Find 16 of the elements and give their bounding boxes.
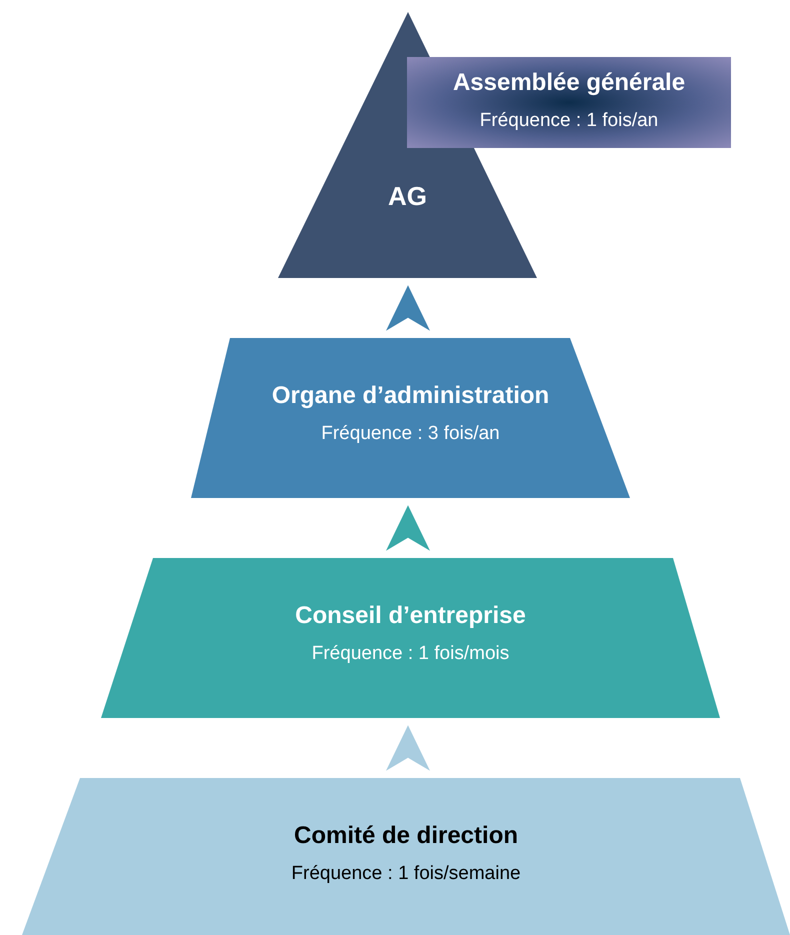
frequency-text: Fréquence : 1 fois/an	[480, 109, 658, 133]
pyramid-tier	[101, 558, 720, 718]
pyramid-tier	[22, 778, 790, 935]
frequency-text: Fréquence : 1 fois/semaine	[291, 862, 521, 886]
tier-title: Comité de direction	[294, 821, 518, 851]
frequency-text: Fréquence : 1 fois/mois	[312, 642, 510, 666]
arrow	[386, 725, 430, 771]
pyramid-tier	[191, 338, 630, 498]
frequency-text: Fréquence : 3 fois/an	[321, 422, 500, 446]
tier-title: Conseil d’entreprise	[295, 601, 526, 631]
arrow	[386, 285, 430, 331]
tier-title: Organe d’administration	[272, 381, 550, 411]
tier-title: Assemblée générale	[452, 68, 686, 98]
info-banner	[407, 57, 731, 148]
tier-title: AG	[388, 180, 427, 213]
arrow	[386, 505, 430, 551]
